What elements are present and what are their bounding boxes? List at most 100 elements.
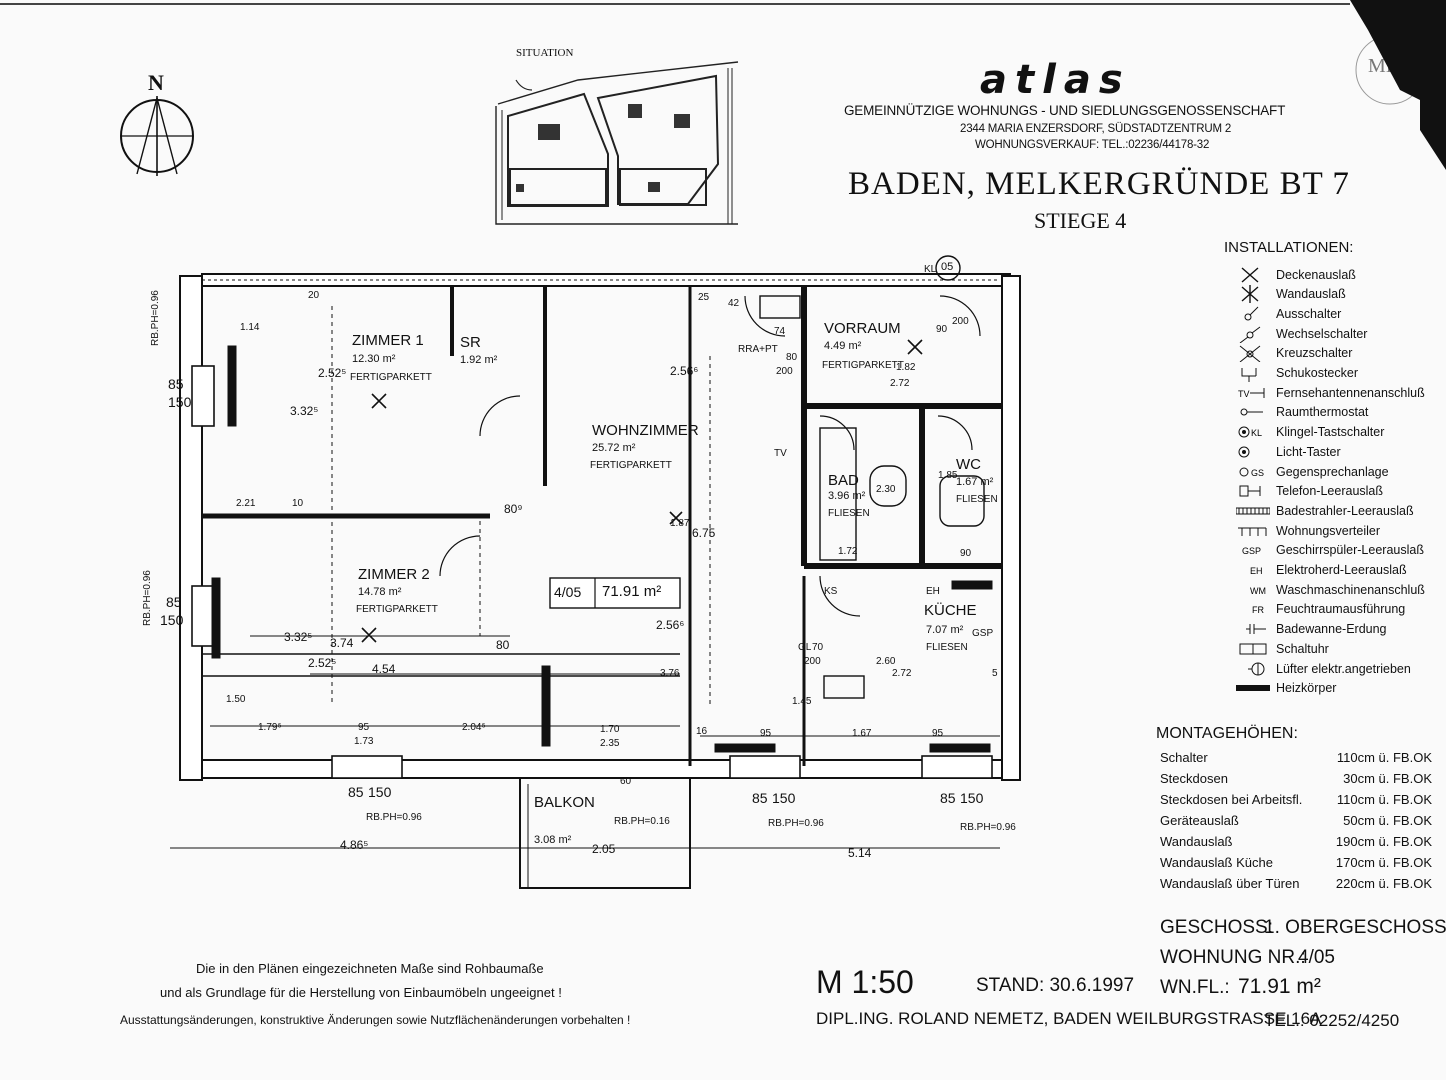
legend-item-label: Schukostecker <box>1276 366 1358 380</box>
legend-item-label: Elektroherd-Leerauslaß <box>1276 563 1407 577</box>
phone-outlet-icon <box>1236 482 1270 500</box>
room-kueche-floor: FLIESEN <box>926 642 968 653</box>
dim-80-b: 80 <box>786 352 798 363</box>
mounting-row: Steckdosen bei Arbeitsfl.110cm ü. FB.OK <box>1160 792 1432 811</box>
radiator-icon <box>1236 679 1270 697</box>
code-gsp: GSP <box>972 628 994 639</box>
code-kl: KL <box>924 264 937 275</box>
room-vorraum-name: VORRAUM <box>824 320 901 337</box>
room-vorraum-area: 4.49 m² <box>824 340 862 352</box>
dim-5: 5 <box>992 668 998 679</box>
dim-3-32-a: 3.32⁵ <box>290 404 319 418</box>
fan-icon <box>1236 660 1270 678</box>
north-label: N <box>148 70 164 95</box>
room-zimmer2-area: 14.78 m² <box>358 586 402 598</box>
room-kueche-area: 7.07 m² <box>926 624 964 636</box>
legend-item-label: Badestrahler-Leerauslaß <box>1276 503 1414 518</box>
dim-60: 60 <box>620 776 632 787</box>
dim-25: 25 <box>698 292 710 303</box>
legend-item: Telefon-Leerauslaß <box>1236 482 1383 501</box>
company-address: 2344 MARIA ENZERSDORF, SÜDSTADTZENTRUM 2 <box>960 123 1232 135</box>
dim-200-c: 200 <box>804 656 821 667</box>
light-button-icon <box>1236 443 1270 461</box>
site-plan-icon <box>495 61 739 225</box>
dim-80-9: 80⁹ <box>504 502 523 516</box>
legend-item-label: Deckenauslaß <box>1276 267 1356 282</box>
window-dim-150-b: 150 <box>160 612 184 628</box>
code-ks: KS <box>824 586 838 597</box>
legend-item-label: Geschirrspüler-Leerauslaß <box>1276 543 1424 558</box>
dim-2-04: 2.04⁵ <box>462 722 486 733</box>
legend-item-label: Gegensprechanlage <box>1276 464 1389 479</box>
intercom-icon: GS <box>1236 463 1270 481</box>
svg-text:FR: FR <box>1252 605 1264 615</box>
dim-95-c: 95 <box>932 728 944 739</box>
mounting-row-value: 220cm ü. FB.OK <box>1335 876 1432 891</box>
unit-label: WOHNUNG NR.: <box>1160 947 1306 968</box>
dim-2-72-b: 2.72 <box>892 668 912 679</box>
timer-icon <box>1236 640 1270 658</box>
svg-text:TV: TV <box>1238 389 1250 399</box>
phone-label: TEL.: 02252/4250 <box>1264 1011 1400 1030</box>
dim-4-54: 4.54 <box>372 662 396 676</box>
window-dim-85-b: 85 <box>166 594 182 610</box>
code-rra: RRA+PT <box>738 344 778 355</box>
dim-10: 10 <box>292 498 304 509</box>
legend-item: Badestrahler-Leerauslaß <box>1236 501 1414 520</box>
sales-phone: WOHNUNGSVERKAUF: TEL.:02236/44178-32 <box>975 139 1210 151</box>
stair-label: STIEGE 4 <box>1034 208 1127 233</box>
room-wc-name: WC <box>956 456 981 473</box>
project-title: BADEN, MELKERGRÜNDE BT 7 <box>848 166 1350 202</box>
room-wohnzimmer-area: 25.72 m² <box>592 442 636 454</box>
room-zimmer1-floor: FERTIGPARKETT <box>350 372 432 383</box>
mounting-row-value: 190cm ü. FB.OK <box>1335 834 1432 849</box>
legend-item: Lüfter elektr.angetrieben <box>1236 659 1411 678</box>
distributor-icon <box>1236 522 1270 540</box>
mounting-row-value: 170cm ü. FB.OK <box>1335 855 1432 870</box>
dim-2-52-b: 2.52⁵ <box>308 656 337 670</box>
dim-5-14: 5.14 <box>848 846 872 860</box>
dim-2-56-a: 2.56⁶ <box>670 364 699 378</box>
room-zimmer1-name: ZIMMER 1 <box>352 332 424 349</box>
situation-map: SITUATION <box>488 44 748 230</box>
note-line-3: Ausstattungsänderungen, konstruktive Änd… <box>120 1013 631 1027</box>
doorbell-icon: KL <box>1236 423 1270 441</box>
legend-item-label: Badewanne-Erdung <box>1276 622 1387 637</box>
room-zimmer2-floor: FERTIGPARKETT <box>356 604 438 615</box>
legend-item-label: Lüfter elektr.angetrieben <box>1276 661 1411 676</box>
switch-icon <box>1236 305 1270 323</box>
legend-item: Wohnungsverteiler <box>1236 521 1380 540</box>
dim-90-a: 90 <box>960 548 972 559</box>
socket-icon <box>1236 364 1270 382</box>
dim-1-45: 1.45 <box>792 696 812 707</box>
unit-box-area: 71.91 m² <box>602 583 662 600</box>
legend-item: Deckenauslaß <box>1236 265 1356 284</box>
dim-70: 70 <box>812 642 824 653</box>
dim-200-a: 200 <box>952 316 969 327</box>
legend-item: GS Gegensprechanlage <box>1236 462 1389 481</box>
dim-6-75: 6.75 <box>692 526 716 540</box>
note-line-1: Die in den Plänen eingezeichneten Maße s… <box>196 961 544 976</box>
legend-item-label: Heizkörper <box>1276 681 1337 696</box>
dim-1-73: 1.73 <box>354 736 374 747</box>
room-wc-area: 1.67 m² <box>956 476 994 488</box>
room-wohnzimmer-name: WOHNZIMMER <box>592 422 699 439</box>
legend-item: Licht-Taster <box>1236 442 1341 461</box>
legend-item-label: Waschmaschinenanschluß <box>1276 582 1425 597</box>
room-balkon-area: 3.08 m² <box>534 834 572 846</box>
area-label: WN.FL.: <box>1160 977 1230 998</box>
header: atlas GEMEINNÜTZIGE WOHNUNGS - UND SIEDL… <box>830 60 1360 240</box>
legend-item-label: Wandauslaß <box>1276 287 1346 302</box>
dim-90-b: 90 <box>936 324 948 335</box>
dim-80-a: 80 <box>496 638 510 652</box>
dim-1-82: 1.82 <box>896 362 916 373</box>
wet-room-icon: FR <box>1236 600 1270 618</box>
legend-item: Kreuzschalter <box>1236 344 1352 363</box>
legend-item: Raumthermostat <box>1236 403 1368 422</box>
svg-text:WM: WM <box>1250 586 1266 596</box>
